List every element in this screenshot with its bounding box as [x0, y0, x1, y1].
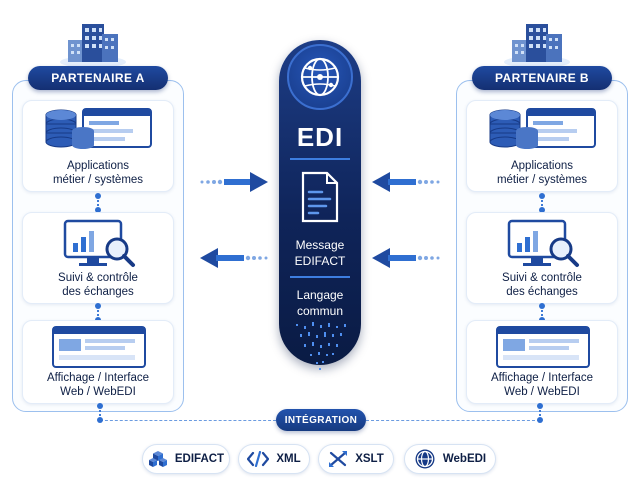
database-screen-icon — [489, 108, 596, 149]
transform-icon — [329, 451, 348, 467]
card-label-line2: Web / WebEDI — [60, 386, 136, 398]
card-label-line2: des échanges — [506, 286, 578, 298]
connector-dots — [539, 193, 545, 213]
connector-dots — [537, 403, 543, 423]
edi-title: EDI — [296, 122, 344, 152]
monitor-magnifier-icon — [507, 219, 579, 267]
tech-label: XSLT — [355, 453, 384, 465]
connector-dots — [95, 193, 101, 213]
browser-window-icon — [496, 326, 590, 368]
partner-b-title: PARTENAIRE B — [472, 66, 612, 90]
integration-line-left — [100, 420, 276, 421]
browser-window-icon — [52, 326, 146, 368]
partner-a-monitoring-card[interactable]: Suivi & contrôle des échanges — [22, 212, 174, 304]
edi-divider — [290, 276, 350, 278]
building-icon — [60, 24, 126, 68]
tech-edifact[interactable]: EDIFACT — [142, 444, 230, 474]
partner-a-web-card[interactable]: Affichage / Interface Web / WebEDI — [22, 320, 174, 404]
tech-label: WebEDI — [442, 453, 487, 465]
database-screen-icon — [45, 108, 152, 149]
card-label-line2: métier / systèmes — [496, 174, 588, 186]
edi-message-line1: Message — [295, 238, 345, 252]
integration-title: INTÉGRATION — [276, 409, 366, 431]
cubes-icon — [148, 451, 167, 467]
card-label-line2: des échanges — [62, 286, 134, 298]
card-label-line1: Affichage / Interface — [490, 372, 594, 384]
tech-webedi[interactable]: WebEDI — [404, 444, 496, 474]
partner-b-monitoring-card[interactable]: Suivi & contrôle des échanges — [466, 212, 618, 304]
card-label-line2: Web / WebEDI — [504, 386, 580, 398]
arrow-right-icon — [200, 172, 268, 192]
partner-a-title: PARTENAIRE A — [28, 66, 168, 90]
globe-network-icon — [287, 44, 353, 110]
partner-b-web-card[interactable]: Affichage / Interface Web / WebEDI — [466, 320, 618, 404]
integration-line-right — [366, 420, 540, 421]
card-label-line1: Applications — [510, 160, 573, 172]
partner-a-applications-card[interactable]: Applications métier / systèmes — [22, 100, 174, 192]
edi-language-line1: Langage — [296, 288, 344, 302]
card-label-line1: Suivi & contrôle — [58, 272, 138, 284]
tech-label: XML — [276, 453, 301, 465]
card-label-line1: Affichage / Interface — [46, 372, 150, 384]
edi-message-line2: EDIFACT — [294, 254, 346, 268]
connector-dots — [539, 303, 545, 323]
arrow-left-icon — [372, 248, 440, 268]
building-icon — [504, 24, 570, 68]
digital-particles — [296, 322, 346, 370]
arrow-left-icon — [200, 248, 268, 268]
tech-label: EDIFACT — [174, 453, 225, 465]
monitor-magnifier-icon — [63, 219, 135, 267]
card-label-line1: Applications — [66, 160, 129, 172]
edi-language-line2: commun — [296, 304, 343, 318]
card-label-line1: Suivi & contrôle — [502, 272, 582, 284]
connector-dots — [97, 403, 103, 423]
globe-icon — [415, 449, 435, 469]
tech-xml[interactable]: XML — [238, 444, 310, 474]
connector-dots — [95, 303, 101, 323]
code-icon — [247, 451, 270, 467]
document-icon — [301, 171, 339, 223]
edi-divider — [290, 158, 350, 160]
tech-xslt[interactable]: XSLT — [318, 444, 394, 474]
partner-b-applications-card[interactable]: Applications métier / systèmes — [466, 100, 618, 192]
card-label-line2: métier / systèmes — [52, 174, 144, 186]
arrow-left-icon — [372, 172, 440, 192]
